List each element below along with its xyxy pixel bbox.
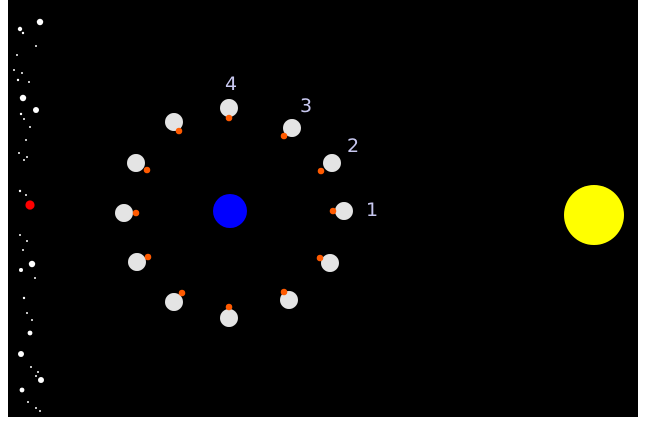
- sun-icon: [564, 185, 624, 245]
- star-icon: [26, 240, 28, 242]
- star-icon: [26, 312, 28, 314]
- phase-label-3: 3: [300, 95, 312, 117]
- star-icon: [19, 268, 23, 272]
- moon-icon: [220, 99, 238, 117]
- phase-label-4: 4: [225, 73, 237, 95]
- star-icon: [27, 401, 29, 403]
- star-icon: [34, 277, 36, 279]
- moon-surface-marker: [144, 253, 152, 261]
- star-icon: [25, 194, 27, 196]
- star-icon: [37, 371, 39, 373]
- moon-surface-marker: [280, 132, 288, 140]
- star-icon: [21, 31, 25, 35]
- star-icon: [35, 45, 37, 47]
- red-star-icon: [25, 200, 35, 210]
- star-icon: [19, 94, 27, 102]
- moon-surface-marker: [225, 114, 233, 122]
- phase-label-2: 2: [347, 135, 359, 157]
- star-icon: [21, 72, 23, 74]
- space-background: [8, 0, 638, 417]
- star-icon: [23, 159, 25, 161]
- star-icon: [13, 69, 15, 71]
- star-icon: [35, 407, 37, 409]
- moon-icon: [335, 202, 353, 220]
- moon-icon: [220, 309, 238, 327]
- star-icon: [27, 330, 33, 336]
- star-icon: [28, 81, 30, 83]
- moon-orbit: [115, 99, 353, 327]
- star-icon: [25, 139, 27, 141]
- star-icon: [19, 387, 25, 393]
- moon-icon: [165, 293, 183, 311]
- star-icon: [22, 296, 26, 300]
- moon-surface-marker: [316, 254, 324, 262]
- star-icon: [18, 351, 24, 357]
- star-icon: [16, 54, 18, 56]
- phase-label-1: 1: [366, 199, 378, 221]
- star-icon: [18, 189, 22, 193]
- star-icon: [19, 234, 21, 236]
- star-icon: [31, 319, 33, 321]
- moon-icon: [283, 119, 301, 137]
- moon-icon: [128, 253, 146, 271]
- star-icon: [23, 118, 25, 120]
- moon-icon: [323, 154, 341, 172]
- moon-icon: [165, 113, 183, 131]
- star-icon: [29, 126, 31, 128]
- star-field: [13, 18, 44, 412]
- moon-surface-marker: [225, 303, 233, 311]
- moon-surface-marker: [143, 166, 151, 174]
- moon-surface-marker: [178, 289, 186, 297]
- moon-surface-marker: [280, 288, 288, 296]
- star-icon: [28, 260, 36, 268]
- moon-orbit-diagram: 1 2 3 4: [8, 0, 638, 417]
- moon-icon: [115, 204, 133, 222]
- star-icon: [26, 156, 28, 158]
- star-icon: [18, 152, 20, 154]
- star-icon: [16, 78, 20, 82]
- moon-surface-marker: [132, 209, 140, 217]
- star-icon: [17, 26, 23, 32]
- star-icon: [33, 107, 39, 113]
- moon-icon: [321, 254, 339, 272]
- earth-icon: [213, 194, 247, 228]
- moon-surface-marker: [317, 167, 325, 175]
- star-icon: [22, 249, 24, 251]
- star-icon: [38, 377, 44, 383]
- star-icon: [35, 375, 37, 377]
- star-icon: [19, 112, 23, 116]
- moon-surface-marker: [329, 207, 337, 215]
- moon-icon: [280, 291, 298, 309]
- star-icon: [36, 18, 44, 26]
- star-icon: [30, 366, 32, 368]
- moon-surface-marker: [175, 127, 183, 135]
- moon-icon: [127, 154, 145, 172]
- star-icon: [39, 410, 41, 412]
